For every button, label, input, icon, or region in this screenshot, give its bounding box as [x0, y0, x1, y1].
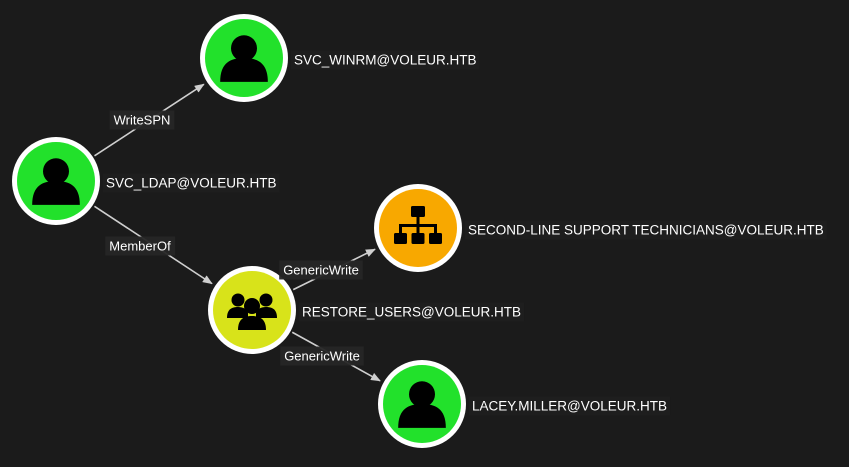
node-label-group: LACEY.MILLER@VOLEUR.HTB: [469, 396, 671, 416]
edge-label-group: MemberOf: [105, 236, 176, 256]
edge-label[interactable]: GenericWrite: [284, 349, 360, 364]
node-label[interactable]: LACEY.MILLER@VOLEUR.HTB: [472, 399, 667, 414]
node-label[interactable]: SECOND-LINE SUPPORT TECHNICIANS@VOLEUR.H…: [468, 223, 824, 238]
node-label-group: SVC_LDAP@VOLEUR.HTB: [103, 173, 280, 193]
nodes-layer: [12, 14, 466, 448]
node-label-group: SVC_WINRM@VOLEUR.HTB: [291, 50, 480, 70]
edge-label[interactable]: MemberOf: [109, 239, 171, 254]
node-lacey[interactable]: [378, 360, 466, 448]
node-label-background: [469, 396, 671, 416]
edge-label-background: [109, 110, 175, 130]
node-label-background: [291, 50, 480, 70]
node-label-background: [465, 220, 827, 240]
node-label-group: RESTORE_USERS@VOLEUR.HTB: [299, 302, 525, 322]
node-label[interactable]: SVC_WINRM@VOLEUR.HTB: [294, 53, 476, 68]
labels-layer: WriteSPNMemberOfGenericWriteGenericWrite…: [103, 50, 827, 416]
node-label[interactable]: SVC_LDAP@VOLEUR.HTB: [106, 176, 277, 191]
edge-label-background: [279, 260, 363, 280]
edge-label-background: [105, 236, 176, 256]
node-label-background: [299, 302, 525, 322]
node-second[interactable]: [374, 184, 462, 272]
edge-label-background: [280, 346, 364, 366]
node-svc-ldap[interactable]: [12, 137, 100, 225]
edge-label-group: GenericWrite: [280, 346, 364, 366]
edge-label[interactable]: WriteSPN: [114, 113, 171, 128]
node-label-background: [103, 173, 280, 193]
node-label[interactable]: RESTORE_USERS@VOLEUR.HTB: [302, 305, 521, 320]
edge-label[interactable]: GenericWrite: [283, 263, 359, 278]
node-svc-winrm[interactable]: [200, 14, 288, 102]
edge-label-group: GenericWrite: [279, 260, 363, 280]
node-label-group: SECOND-LINE SUPPORT TECHNICIANS@VOLEUR.H…: [465, 220, 827, 240]
edge-label-group: WriteSPN: [109, 110, 175, 130]
node-restore[interactable]: [208, 266, 296, 354]
